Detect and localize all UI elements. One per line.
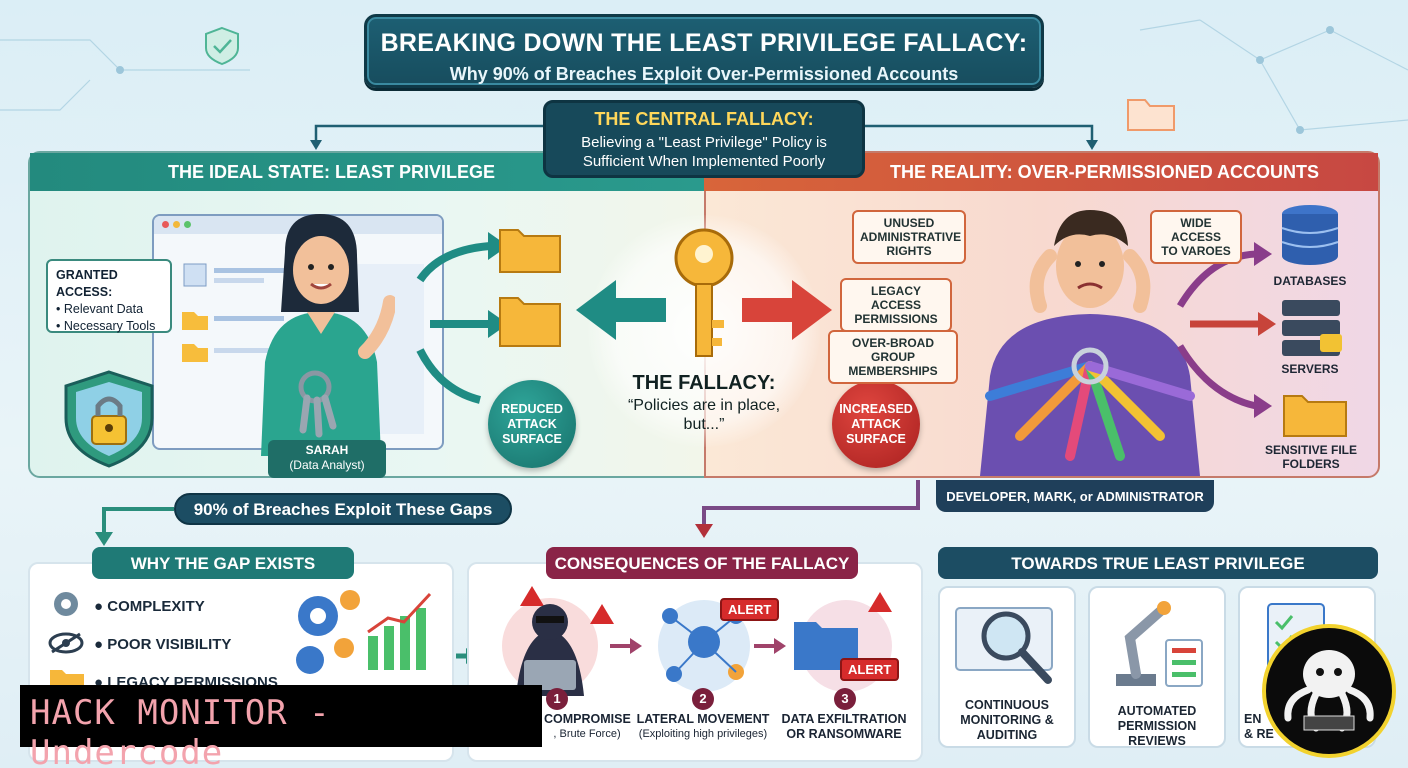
server-icon — [1282, 300, 1342, 356]
robot-arm-icon — [1116, 601, 1203, 687]
step-lateral-sub: (Exploiting high privileges) — [638, 728, 768, 740]
risk-label-line: RIGHTS — [886, 244, 932, 258]
folder-icon — [1283, 395, 1347, 437]
card-label-line: MONITORING & — [960, 713, 1054, 727]
risk-unused-admin-rights: UNUSED ADMINISTRATIVE RIGHTS — [852, 210, 966, 264]
watermark-text: HACK MONITOR - Undercode — [30, 693, 331, 768]
step-compromise-title: COMPROMISE — [544, 712, 631, 726]
central-fallacy-line2: Sufficient When Implemented Poorly — [582, 153, 826, 170]
gears-and-chart-icon — [296, 590, 432, 674]
central-fallacy-box: THE CENTRAL FALLACY: Believing a "Least … — [543, 100, 865, 178]
card-label-line: PERMISSION REVIEWS — [1117, 719, 1197, 748]
step-exfil-title2: OR RANSOMWARE — [786, 727, 902, 741]
page-subtitle: Why 90% of Breaches Exploit Over-Permiss… — [449, 64, 959, 84]
reduced-badge-line3: SURFACE — [502, 431, 562, 446]
gear-icon — [54, 592, 78, 616]
reduced-attack-surface-badge: REDUCED ATTACK SURFACE — [488, 380, 576, 468]
risk-label-line: PERMISSIONS — [854, 312, 938, 326]
granted-access-title: GRANTED ACCESS: — [56, 268, 118, 299]
granted-access-box: GRANTED ACCESS: • Relevant Data • Necess… — [46, 259, 172, 333]
step-number-3: 3 — [834, 688, 856, 710]
card-reviews-label: AUTOMATED PERMISSION REVIEWS — [1090, 704, 1224, 749]
watermark-banner: HACK MONITOR - Undercode — [20, 685, 542, 768]
database-icon — [1281, 205, 1339, 265]
risk-label-line: WIDE ACCESS — [1170, 216, 1221, 244]
card-monitoring-label: CONTINUOUS MONITORING & AUDITING — [940, 698, 1074, 743]
why-complexity-label: COMPLEXITY — [107, 598, 205, 615]
fallacy-quote: “Policies are in place, but...” — [596, 396, 812, 434]
shield-lock-icon — [64, 370, 154, 468]
why-gap-heading: WHY THE GAP EXISTS — [92, 547, 354, 579]
sarah-avatar — [261, 214, 395, 456]
step-number-1: 1 — [546, 688, 568, 710]
risk-legacy-access: LEGACY ACCESS PERMISSIONS — [840, 278, 952, 332]
risk-wide-access: WIDE ACCESS TO VAROES — [1150, 210, 1242, 264]
central-fallacy-title: THE CENTRAL FALLACY: — [594, 109, 814, 129]
step-lateral-title: LATERAL MOVEMENT — [636, 712, 770, 726]
increased-attack-surface-badge: INCREASED ATTACK SURFACE — [832, 380, 920, 468]
step-lateral-movement: LATERAL MOVEMENT (Exploiting high privil… — [630, 712, 776, 742]
access-arrows-right — [1176, 205, 1347, 437]
card-label-line: AUTOMATED — [1117, 704, 1197, 718]
octopus-icon — [1284, 650, 1374, 732]
risk-overbroad-groups: OVER-BROAD GROUP MEMBERSHIPS — [828, 330, 958, 384]
breach-stat-bar: 90% of Breaches Exploit These Gaps — [174, 493, 512, 525]
central-fallacy-line1: Believing a "Least Privilege" Policy is — [581, 134, 827, 151]
increased-badge-line1: INCREASED — [839, 401, 913, 416]
reduced-badge-line2: ATTACK — [507, 416, 557, 431]
fallacy-title: THE FALLACY: — [632, 372, 776, 394]
key-and-arrows-icon — [576, 228, 832, 357]
eye-icon — [48, 632, 84, 654]
target-sensitive-line2: FOLDERS — [1282, 457, 1340, 471]
step-number-2: 2 — [692, 688, 714, 710]
fallacy-quote-line2: but...” — [683, 416, 725, 433]
increased-badge-line3: SURFACE — [846, 431, 906, 446]
granted-item-data: • Relevant Data — [56, 302, 144, 316]
reality-heading: THE REALITY: OVER-PERMISSIONED ACCOUNTS — [704, 153, 1378, 191]
fallacy-quote-line1: “Policies are in place, — [627, 397, 781, 414]
why-visibility-label: POOR VISIBILITY — [107, 636, 232, 653]
roles-bar: DEVELOPER, MARK, or ADMINISTRATOR — [936, 480, 1214, 512]
why-poor-visibility: ● POOR VISIBILITY — [94, 636, 232, 653]
towards-icons — [955, 601, 1325, 687]
alert-badge-exfiltration: ALERT — [840, 658, 900, 681]
step-exfil-title: DATA EXFILTRATION — [781, 712, 907, 726]
step-compromise: COMPROMISE , Brute Force) — [544, 712, 631, 742]
why-icons — [48, 592, 84, 692]
card-label-line: CONTINUOUS — [964, 698, 1050, 712]
towards-heading: TOWARDS TRUE LEAST PRIVILEGE — [938, 547, 1378, 579]
risk-label-line: ADMINISTRATIVE — [860, 230, 962, 244]
reduced-badge-line1: REDUCED — [501, 401, 563, 416]
risk-label-line: TO VAROES — [1161, 244, 1231, 258]
target-servers: SERVERS — [1281, 362, 1339, 376]
card-label-line: EN — [1244, 712, 1262, 726]
risk-label-line: UNUSED — [883, 216, 935, 230]
sarah-role: (Data Analyst) — [289, 458, 365, 472]
page-title: BREAKING DOWN THE LEAST PRIVILEGE FALLAC… — [380, 29, 1028, 57]
access-arrows-left — [416, 229, 561, 404]
why-complexity: ● COMPLEXITY — [94, 598, 205, 615]
target-sensitive-line1: SENSITIVE FILE — [1264, 443, 1357, 457]
increased-badge-line2: ATTACK — [851, 416, 901, 431]
consequences-heading: CONSEQUENCES OF THE FALLACY — [546, 547, 858, 579]
card-label-line: AUDITING — [976, 728, 1038, 742]
magnifier-icon — [955, 607, 1053, 684]
octopus-logo — [1262, 624, 1396, 758]
mark-avatar-with-keys — [980, 210, 1200, 476]
card-label-line: & RE — [1244, 727, 1274, 741]
card-enforcement-label: EN & RE — [1244, 712, 1284, 742]
title-banner: BREAKING DOWN THE LEAST PRIVILEGE FALLAC… — [364, 14, 1044, 88]
granted-item-tools: • Necessary Tools — [56, 319, 156, 333]
step-exfiltration: DATA EXFILTRATION OR RANSOMWARE — [778, 712, 910, 742]
sarah-name: SARAH — [305, 443, 349, 457]
target-databases: DATABASES — [1273, 274, 1347, 288]
risk-label-line: MEMBERSHIPS — [848, 364, 938, 378]
alert-badge-lateral: ALERT — [720, 598, 780, 621]
step-compromise-sub: , Brute Force) — [553, 728, 621, 740]
target-sensitive-folders: SENSITIVE FILE FOLDERS — [1256, 443, 1366, 471]
sarah-name-tag: SARAH (Data Analyst) — [268, 440, 386, 478]
risk-label-line: OVER-BROAD GROUP — [851, 336, 934, 364]
risk-label-line: LEGACY ACCESS — [870, 284, 921, 312]
